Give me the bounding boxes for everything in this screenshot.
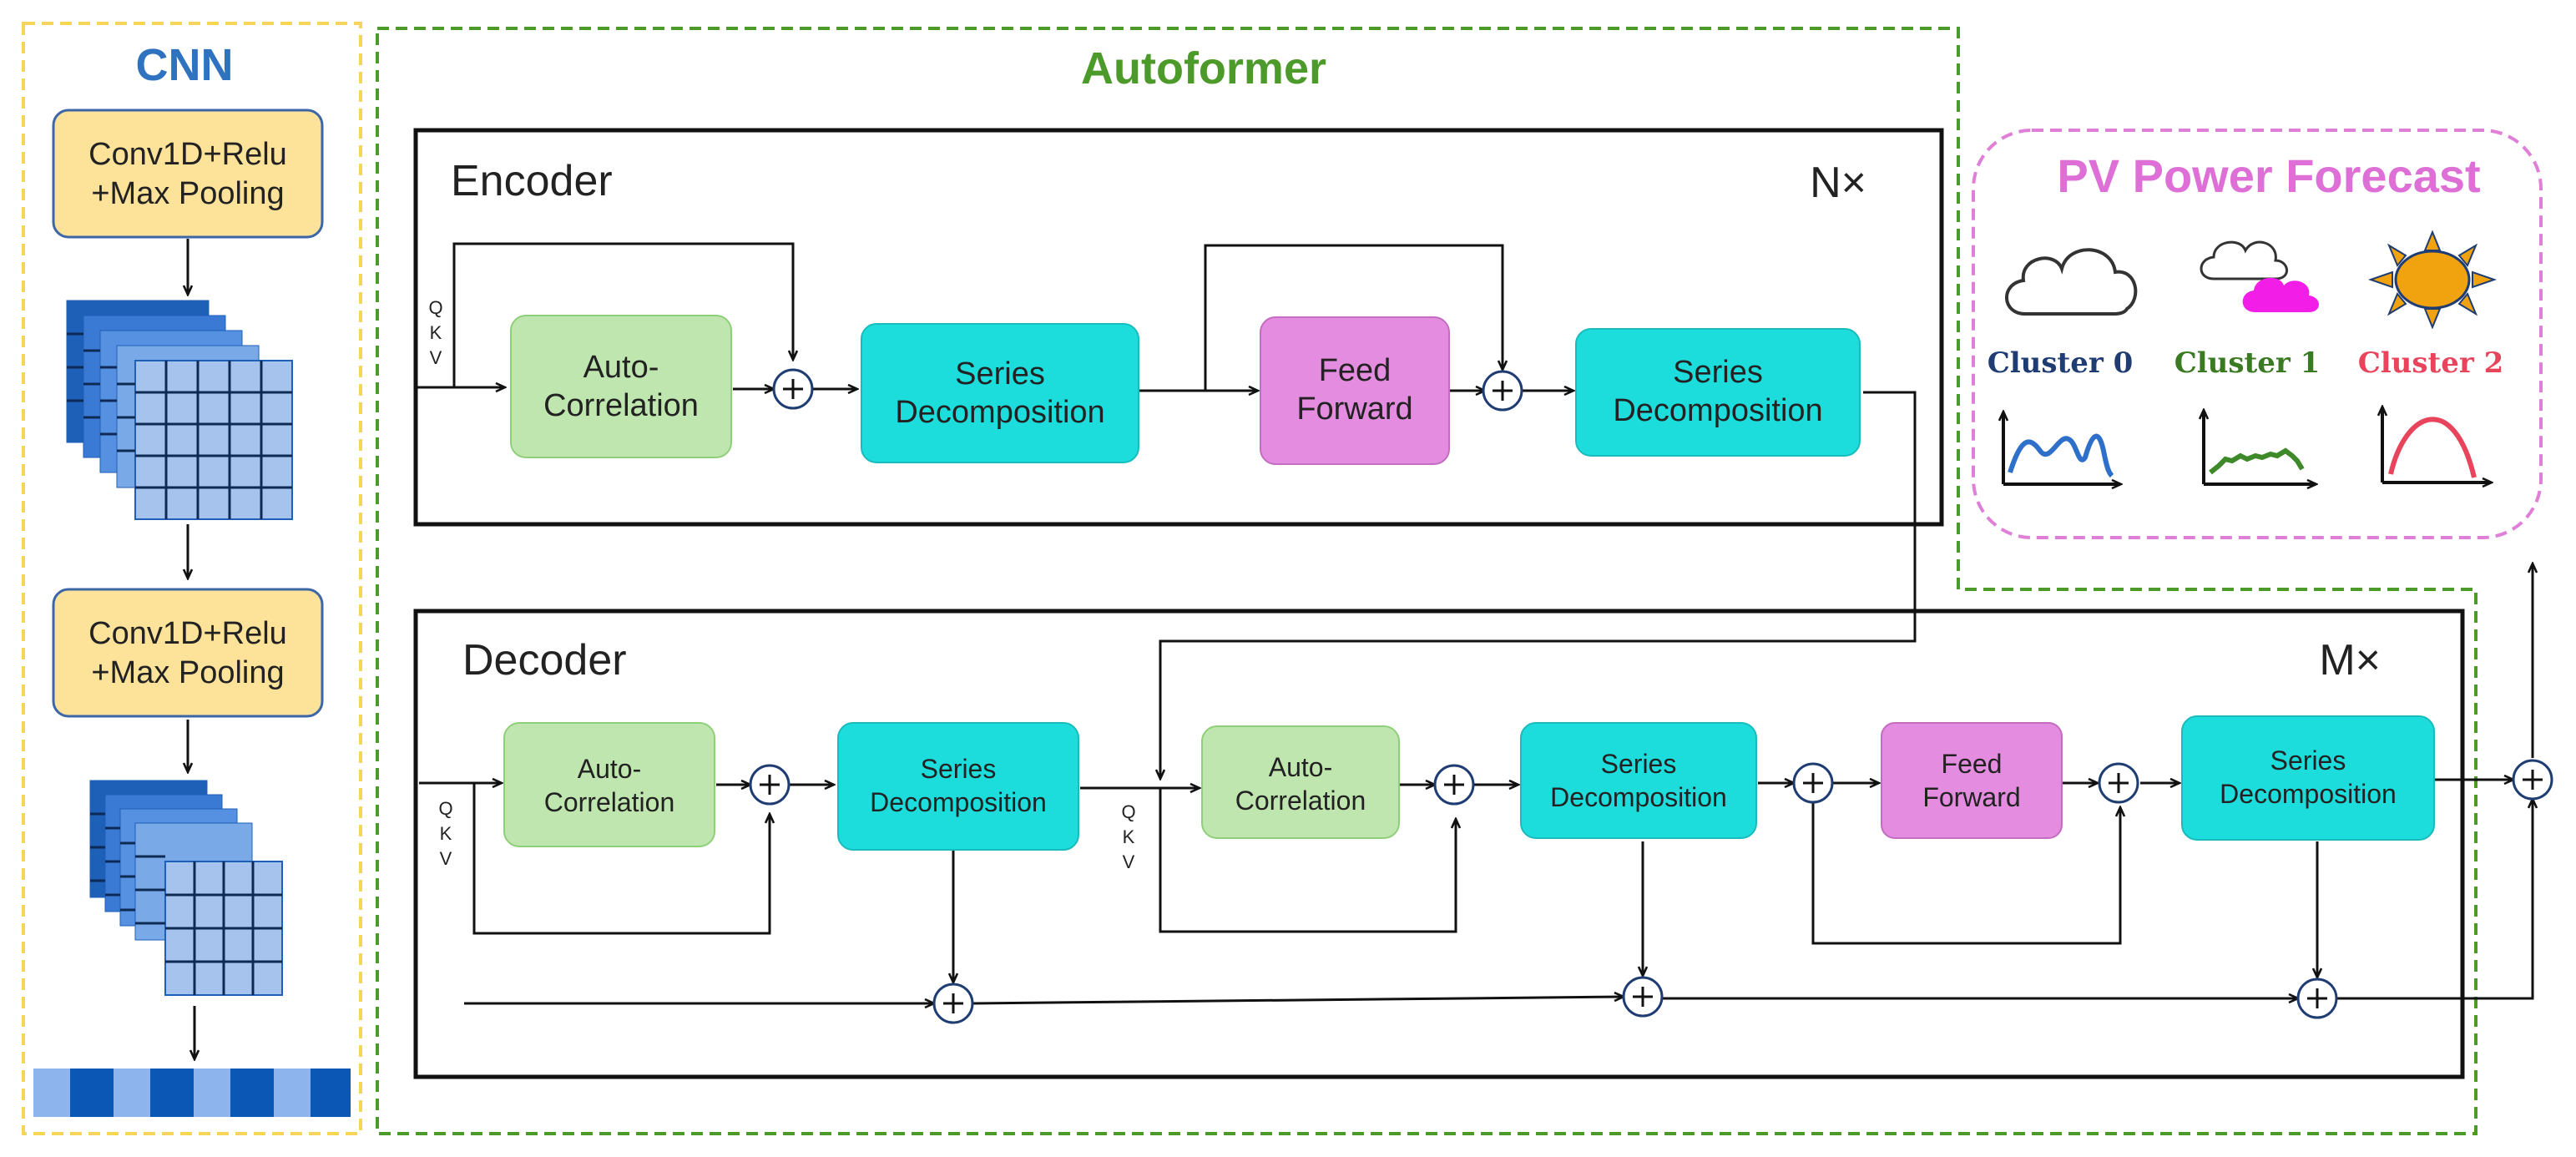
forecast-title: PV Power Forecast [2057, 149, 2480, 202]
decoder-qkv-label-2: Q K V [1121, 801, 1135, 872]
sun-icon [2367, 230, 2498, 330]
decoder-add-1 [749, 764, 790, 806]
svg-text:Decomposition: Decomposition [895, 395, 1104, 430]
svg-text:Feed: Feed [1319, 353, 1392, 388]
trend-add-3 [2296, 978, 2338, 1019]
svg-text:Correlation: Correlation [544, 787, 675, 817]
cnn-title: CNN [136, 40, 234, 90]
encoder-repeat: N× [1810, 159, 1866, 207]
cluster-1-trend-icon [2204, 411, 2316, 484]
encoder-title: Encoder [451, 157, 613, 205]
svg-text:Decomposition: Decomposition [2220, 779, 2397, 809]
svg-text:Series: Series [2270, 745, 2346, 776]
decoder-repeat: M× [2319, 636, 2381, 685]
cnn-block-1-line-2: +Max Pooling [91, 176, 284, 211]
trend-add-2 [1622, 976, 1664, 1018]
encoder-box [413, 128, 1944, 527]
encoder-connectors [417, 242, 1917, 778]
feature-map-stack-2 [89, 780, 283, 996]
forecast-frame [1972, 129, 2543, 539]
decoder-title: Decoder [462, 636, 627, 685]
svg-text:Correlation: Correlation [543, 388, 699, 423]
cloud-rain-icon [2200, 240, 2319, 312]
decoder-add-4 [2098, 762, 2139, 804]
svg-text:Decomposition: Decomposition [1550, 782, 1727, 812]
svg-text:Decomposition: Decomposition [870, 787, 1047, 817]
decoder-add-3 [1792, 762, 1834, 804]
svg-text:K: K [430, 322, 442, 343]
svg-text:Forward: Forward [1922, 782, 2020, 812]
encoder-add-2 [1482, 370, 1523, 412]
svg-text:V: V [440, 848, 452, 869]
decoder-series-decomposition-3: Series Decomposition [2181, 715, 2435, 841]
decoder-connectors [419, 564, 2533, 1003]
svg-text:Forward: Forward [1296, 392, 1412, 427]
svg-text:K: K [1123, 826, 1135, 847]
cnn-frame [22, 22, 362, 1135]
encoder-auto-correlation: Auto- Correlation [510, 315, 732, 458]
encoder-series-decomposition-2: Series Decomposition [1575, 328, 1861, 457]
decoder-box [413, 609, 2465, 1079]
svg-text:V: V [1123, 851, 1135, 872]
feature-map-stack-1 [66, 300, 293, 520]
svg-text:K: K [440, 823, 452, 844]
trend-add-1 [932, 983, 974, 1024]
cnn-block-2-line-1: Conv1D+Relu [88, 616, 287, 651]
svg-text:Q: Q [438, 798, 452, 819]
cnn-block-2-line-2: +Max Pooling [91, 655, 284, 690]
decoder-auto-correlation-1: Auto- Correlation [503, 722, 715, 847]
autoformer-title: Autoformer [1081, 43, 1326, 93]
encoder-feed-forward: Feed Forward [1260, 316, 1450, 465]
decoder-qkv-label-1: Q K V [438, 798, 452, 869]
svg-text:Series: Series [921, 754, 997, 784]
encoder-series-decomposition-1: Series Decomposition [861, 323, 1139, 463]
cnn-block-1-line-1: Conv1D+Relu [88, 137, 287, 172]
decoder-series-decomposition-1: Series Decomposition [837, 722, 1079, 851]
svg-text:Decomposition: Decomposition [1613, 393, 1822, 428]
svg-text:Series: Series [955, 356, 1045, 392]
svg-text:Q: Q [1121, 801, 1135, 822]
cluster-2-trend-icon [2382, 407, 2491, 483]
autoformer-frame [376, 27, 2478, 1135]
decoder-add-2 [1433, 764, 1475, 806]
cluster-0-label: Cluster 0 [1988, 346, 2134, 380]
svg-text:Auto-: Auto- [1269, 752, 1332, 782]
cluster-2-label: Cluster 2 [2358, 346, 2504, 380]
encoder-add-1 [772, 368, 814, 410]
svg-text:Q: Q [428, 297, 442, 318]
encoder-qkv-label: Q K V [428, 297, 442, 368]
svg-text:Series: Series [1601, 749, 1677, 779]
svg-text:Correlation: Correlation [1235, 786, 1366, 816]
cnn-block-2: Conv1D+Relu +Max Pooling [52, 588, 324, 718]
svg-text:Series: Series [1673, 355, 1763, 390]
decoder-feed-forward: Feed Forward [1881, 722, 2063, 839]
svg-text:Feed: Feed [1942, 749, 2003, 779]
output-add [2512, 759, 2553, 801]
decoder-series-decomposition-2: Series Decomposition [1520, 722, 1757, 839]
cluster-1-label: Cluster 1 [2174, 346, 2321, 380]
cluster-0-trend-icon [2003, 412, 2120, 484]
cloud-icon [2005, 248, 2138, 316]
cnn-block-1: Conv1D+Relu +Max Pooling [52, 109, 324, 239]
svg-text:Auto-: Auto- [578, 754, 641, 784]
decoder-auto-correlation-2: Auto- Correlation [1201, 725, 1400, 839]
svg-text:Auto-: Auto- [583, 350, 659, 385]
flatten-vector [33, 1069, 351, 1117]
svg-text:V: V [430, 347, 442, 368]
